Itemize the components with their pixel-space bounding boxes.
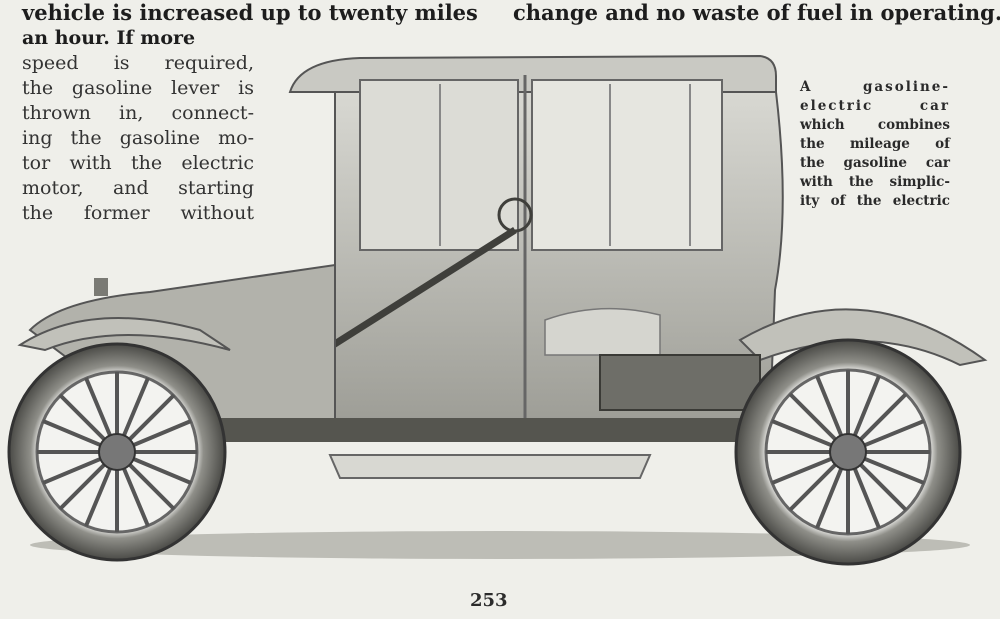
body-line: an hour. If more bbox=[22, 27, 196, 49]
body-line: speed is required, bbox=[22, 52, 254, 74]
body-line: tor with the electric bbox=[22, 152, 254, 174]
article-body-column: an hour. If more speed is required, the … bbox=[22, 26, 254, 226]
battery-box bbox=[599, 354, 761, 411]
caption-line: A gasoline- bbox=[800, 79, 950, 95]
front-wheel bbox=[7, 342, 227, 562]
seat bbox=[544, 307, 661, 356]
body-line: motor, and starting bbox=[22, 177, 254, 199]
running-board bbox=[328, 454, 652, 479]
car-illustration bbox=[7, 54, 988, 566]
header-text-left: vehicle is increased up to twenty miles bbox=[22, 0, 478, 25]
page-number: 253 bbox=[470, 590, 508, 611]
ground-shadow bbox=[30, 531, 970, 559]
caption-line: ity of the electric bbox=[800, 193, 950, 209]
header-text-right: change and no waste of fuel in operating… bbox=[513, 0, 1000, 25]
side-window bbox=[531, 79, 723, 251]
body-line: the gasoline lever is bbox=[22, 77, 254, 99]
rear-wheel bbox=[734, 338, 962, 566]
caption-line: with the simplic- bbox=[800, 174, 950, 190]
caption-line: the gasoline car bbox=[800, 155, 950, 171]
caption-line: the mileage of bbox=[800, 136, 950, 152]
chassis-frame bbox=[200, 418, 770, 442]
body-line: the former without bbox=[22, 202, 254, 224]
body-line: ing the gasoline mo- bbox=[22, 127, 254, 149]
body-line: thrown in, connect- bbox=[22, 102, 254, 124]
figure-caption: A gasoline- electric car which combines … bbox=[800, 78, 950, 211]
caption-line: electric car bbox=[800, 98, 950, 114]
caption-line: which combines bbox=[800, 117, 950, 133]
front-fender bbox=[17, 317, 231, 352]
